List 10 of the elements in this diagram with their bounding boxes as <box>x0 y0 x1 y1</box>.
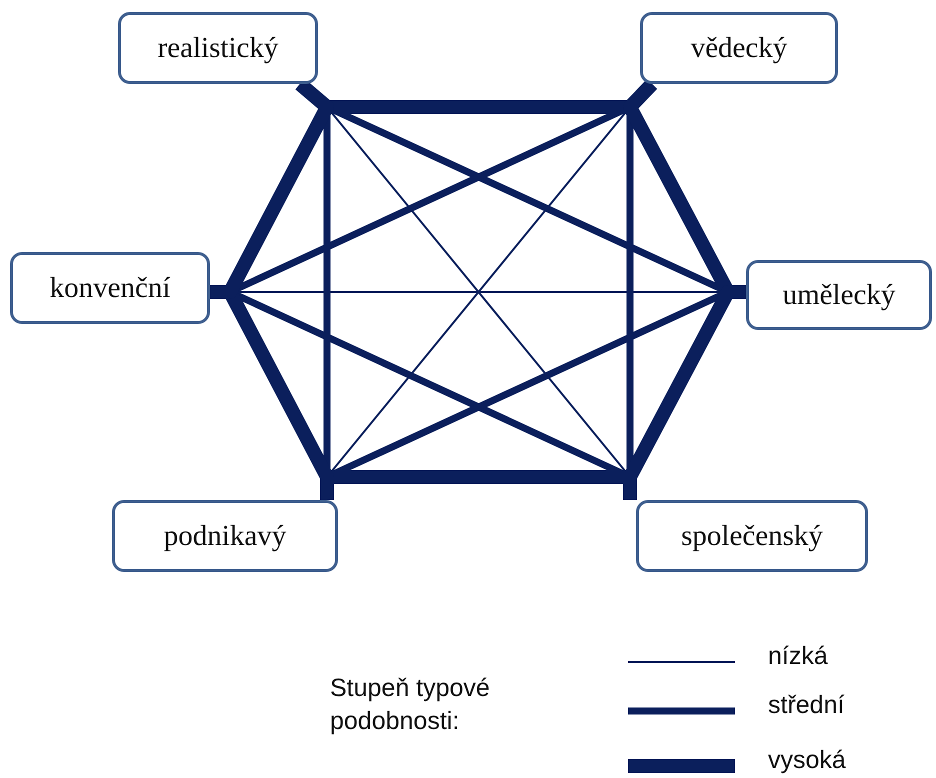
legend-heading: Stupeň typové podobnosti: <box>330 673 491 736</box>
legend-label: vysoká <box>768 746 846 775</box>
legend-label: střední <box>768 691 844 720</box>
type-box: realistický <box>118 12 318 84</box>
type-box: vědecký <box>640 12 838 84</box>
type-box: podnikavý <box>112 500 338 572</box>
type-box: umělecký <box>746 260 932 330</box>
type-box: konvenční <box>10 252 210 324</box>
type-box: společenský <box>636 500 868 572</box>
legend-label: nízká <box>768 642 828 671</box>
